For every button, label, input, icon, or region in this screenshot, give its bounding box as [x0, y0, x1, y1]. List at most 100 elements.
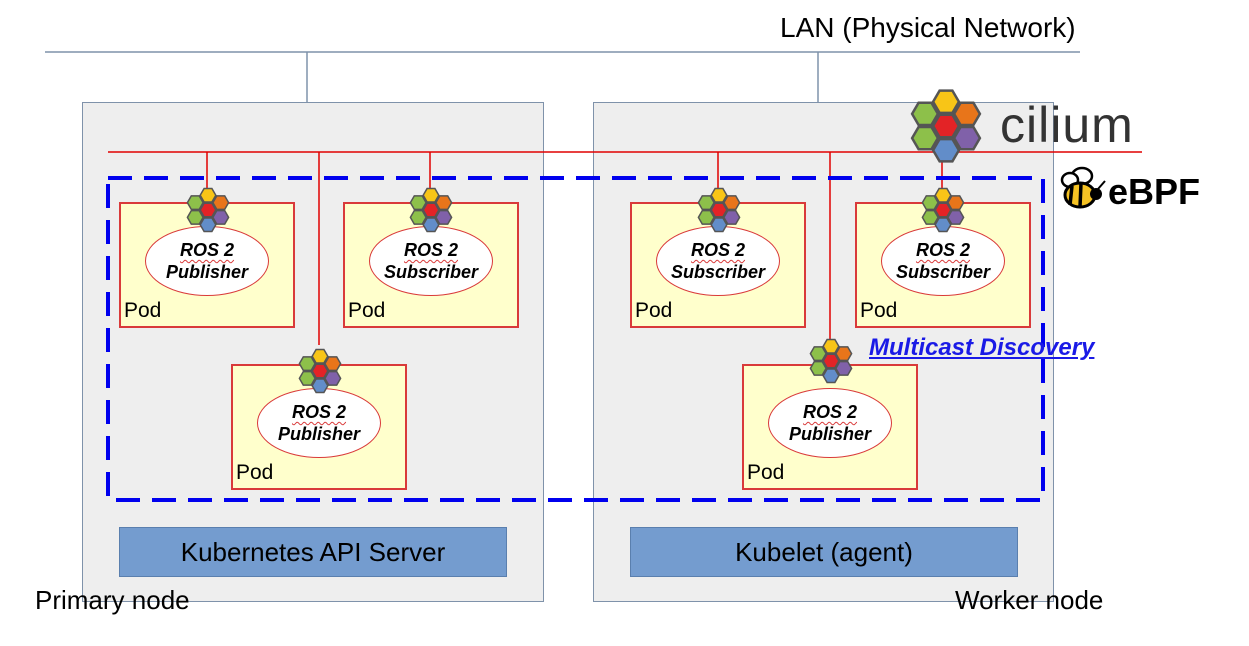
kubelet-agent-box: Kubelet (agent) [630, 527, 1018, 577]
hex-cell [422, 217, 440, 233]
hex-cell [931, 89, 961, 115]
hex-cell [697, 195, 715, 211]
hex-cell [934, 217, 952, 233]
ros2-role: Publisher [277, 424, 361, 444]
hex-cluster-svg [809, 338, 853, 384]
hex-cell [324, 356, 342, 372]
multicast-discovery-label: Multicast Discovery [869, 334, 1095, 361]
hex-cluster-svg [910, 89, 982, 163]
hex-cluster-svg [409, 187, 453, 233]
hex-cell [324, 370, 342, 386]
hex-cell [822, 353, 840, 369]
pod-label: Pod [236, 461, 274, 484]
hex-cell [422, 187, 440, 203]
hex-cell [409, 195, 427, 211]
hex-cell [311, 378, 329, 394]
ros2-role: Subscriber [895, 262, 991, 282]
service-label: Kubelet (agent) [735, 536, 913, 567]
ros2-publisher-ellipse: ROS 2 Publisher [768, 388, 892, 458]
service-label: Kubernetes API Server [180, 536, 446, 567]
cilium-logo-icon [900, 80, 992, 177]
hex-cell [952, 101, 982, 127]
hex-cell [422, 202, 440, 218]
lan-label: LAN (Physical Network) [780, 12, 1076, 43]
ros2-title: ROS 2 [915, 240, 971, 260]
cilium-hex-icon [292, 343, 348, 404]
pod-label: Pod [747, 461, 785, 484]
ros2-role: Publisher [165, 262, 249, 282]
hex-cell [710, 187, 728, 203]
hex-cell [212, 195, 230, 211]
hex-cell [186, 209, 204, 225]
cilium-hex-icon [803, 333, 859, 394]
pod-worker-publisher-1: ROS 2 Publisher Pod [742, 364, 918, 490]
hex-cell [934, 202, 952, 218]
primary-node [82, 102, 544, 602]
hex-cell [921, 209, 939, 225]
hex-cluster-svg [186, 187, 230, 233]
hex-cell [931, 137, 961, 163]
hex-cell [931, 113, 961, 139]
worker-node-label: Worker node [955, 585, 1104, 615]
pod-primary-publisher-2: ROS 2 Publisher Pod [231, 364, 407, 490]
hex-cell [947, 195, 965, 211]
hex-cell [186, 195, 204, 211]
hex-cell [809, 360, 827, 376]
hex-cluster-svg [697, 187, 741, 233]
hex-cell [409, 209, 427, 225]
hex-cell [910, 125, 940, 151]
hex-cell [921, 195, 939, 211]
hex-cell [697, 209, 715, 225]
hex-cell [298, 356, 316, 372]
ros2-title: ROS 2 [403, 240, 459, 260]
hex-cell [435, 209, 453, 225]
hex-cell [809, 346, 827, 362]
pod-label: Pod [348, 299, 386, 322]
hex-cell [311, 348, 329, 364]
hex-cell [199, 217, 217, 233]
hex-cell [822, 368, 840, 384]
ros2-subscriber-ellipse: ROS 2 Subscriber [369, 226, 493, 296]
hex-cluster-svg [298, 348, 342, 394]
hex-cluster-svg [921, 187, 965, 233]
ros2-publisher-ellipse: ROS 2 Publisher [257, 388, 381, 458]
hex-cell [212, 209, 230, 225]
ros2-subscriber-ellipse: ROS 2 Subscriber [881, 226, 1005, 296]
ebpf-bee-icon [1060, 166, 1106, 209]
hex-cell [298, 370, 316, 386]
hex-cell [822, 338, 840, 354]
hex-cell [199, 202, 217, 218]
pod-primary-publisher-1: ROS 2 Publisher Pod [119, 202, 295, 328]
cilium-hex-icon [691, 182, 747, 243]
ros2-publisher-ellipse: ROS 2 Publisher [145, 226, 269, 296]
hex-cell [723, 195, 741, 211]
primary-node-label: Primary node [35, 585, 190, 615]
pod-label: Pod [860, 299, 898, 322]
hex-cell [947, 209, 965, 225]
hex-cell [952, 125, 982, 151]
pod-label: Pod [124, 299, 162, 322]
hex-cell [311, 363, 329, 379]
cilium-hex-icon [403, 182, 459, 243]
ros2-role: Subscriber [670, 262, 766, 282]
hex-cell [710, 202, 728, 218]
ros2-title: ROS 2 [179, 240, 235, 260]
hex-cell [199, 187, 217, 203]
cilium-logo-text: cilium [1000, 97, 1134, 153]
ros2-title: ROS 2 [690, 240, 746, 260]
pod-label: Pod [635, 299, 673, 322]
ros2-title: ROS 2 [291, 402, 347, 422]
ros2-role: Publisher [788, 424, 872, 444]
hex-cell [934, 187, 952, 203]
hex-cell [710, 217, 728, 233]
ros2-title: ROS 2 [802, 402, 858, 422]
ros2-subscriber-ellipse: ROS 2 Subscriber [656, 226, 780, 296]
ebpf-logo-text: eBPF [1108, 171, 1201, 212]
hex-cell [723, 209, 741, 225]
multicast-dashed-border [106, 176, 1045, 502]
hex-cell [835, 360, 853, 376]
cilium-hex-icon [180, 182, 236, 243]
hex-cell [910, 101, 940, 127]
kubernetes-api-server-box: Kubernetes API Server [119, 527, 507, 577]
